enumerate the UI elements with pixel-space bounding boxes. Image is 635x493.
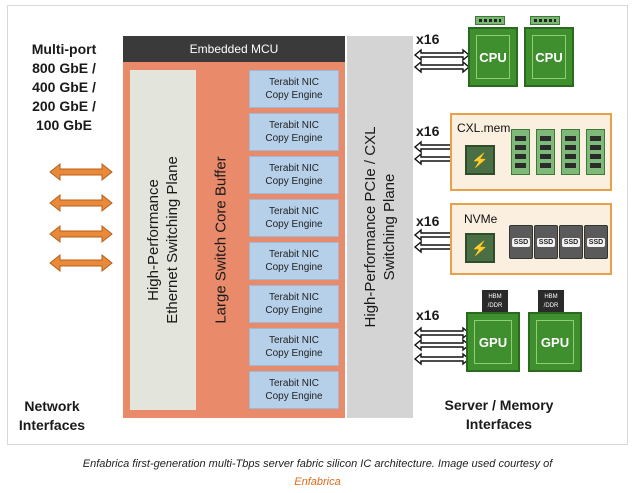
server-memory-interfaces-label: Server / Memory Interfaces: [444, 397, 554, 432]
network-arrow: [49, 224, 113, 244]
cxl-mem-card: CXL.mem ⚡: [450, 113, 612, 191]
network-arrow: [49, 162, 113, 182]
cpu-chip: CPU: [468, 27, 518, 87]
network-arrow: [49, 193, 113, 213]
enfabrica-link[interactable]: Enfabrica: [294, 476, 341, 488]
nvme-label: NVMe: [464, 212, 498, 226]
link-arrow: [414, 327, 470, 365]
gpu-chip: GPU: [528, 312, 582, 372]
ssd-drive: SSD: [559, 225, 583, 259]
memory-dimm: [536, 129, 555, 175]
pcie-cxl-switching-plane: High-Performance PCIe / CXL Switching Pl…: [347, 36, 413, 418]
ethernet-switching-plane: High-Performance Ethernet Switching Plan…: [130, 70, 196, 410]
x16-label: x16: [416, 123, 440, 139]
ssd-drive: SSD: [584, 225, 608, 259]
gpu-chip: GPU: [466, 312, 520, 372]
figure-caption: Enfabrica first-generation multi-Tbps se…: [0, 455, 635, 491]
memory-dimm: [586, 129, 605, 175]
hbm-stack: HBM/DDR: [538, 290, 564, 314]
link-arrow: [414, 49, 470, 73]
hbm-stack: HBM/DDR: [482, 290, 508, 314]
memory-dimm: [561, 129, 580, 175]
x16-label: x16: [416, 307, 440, 323]
memory-dimm: [511, 129, 530, 175]
caption-text: Enfabrica first-generation multi-Tbps se…: [82, 458, 553, 470]
ssd-drive: SSD: [509, 225, 533, 259]
embedded-mcu: Embedded MCU: [123, 36, 345, 62]
dram-module: [530, 16, 560, 25]
ssd-drive: SSD: [534, 225, 558, 259]
x16-label: x16: [416, 31, 440, 47]
cpu-chip: CPU: [524, 27, 574, 87]
cxl-mem-label: CXL.mem: [457, 121, 511, 135]
ethernet-port-label: Multi-port 800 GbE / 400 GbE / 200 GbE /…: [31, 41, 97, 133]
x16-label: x16: [416, 213, 440, 229]
switch-core-buffer: Large Switch Core Buffer: [212, 156, 230, 324]
dram-module: [475, 16, 505, 25]
network-interfaces-label: Network Interfaces: [18, 398, 86, 433]
network-arrows: [49, 162, 113, 272]
nvme-card: NVMe ⚡ SSD SSD SSD SSD: [450, 203, 612, 275]
nvme-controller-chip: ⚡: [465, 233, 495, 263]
network-arrow: [49, 253, 113, 272]
cxl-controller-chip: ⚡: [465, 145, 495, 175]
